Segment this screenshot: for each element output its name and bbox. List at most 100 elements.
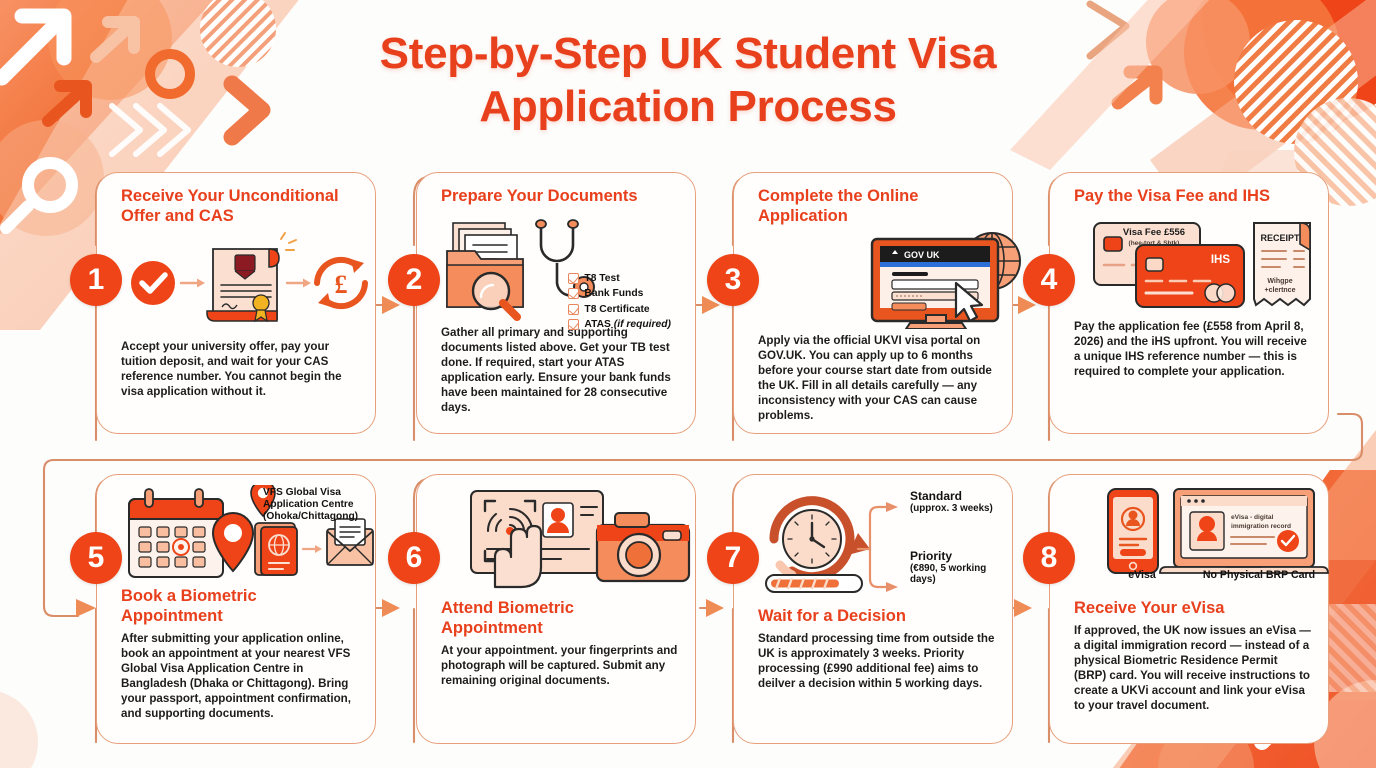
step-6-illustration — [441, 485, 691, 591]
step-number-5: 5 — [87, 541, 105, 574]
passport-icon — [254, 522, 298, 576]
checkbox-icon[interactable] — [568, 303, 580, 315]
step-badge-1: 1 — [70, 254, 122, 306]
ihs-card-icon: IHS — [1135, 243, 1245, 308]
step-2-title: Prepare Your Documents — [441, 187, 638, 205]
desktop-monitor-icon: GOV UK — [870, 237, 1000, 330]
envelope-icon — [326, 518, 374, 566]
camera-icon — [595, 512, 691, 583]
checklist-label-main: ATAS — [584, 319, 614, 331]
step-number-6: 6 — [405, 541, 423, 574]
option-name: Priority — [910, 549, 953, 563]
branch-connector — [856, 505, 890, 589]
page-title-line-1: Step-by-Step UK Student Visa — [379, 29, 997, 78]
step-1-body: Accept your university offer, pay your t… — [121, 339, 342, 398]
magnifier-icon — [471, 271, 521, 321]
step-2-body: Gather all primary and supporting docume… — [441, 325, 671, 415]
step-badge-4: 4 — [1023, 254, 1075, 306]
step-8-body: If approved, the UK now issues an eVisa … — [1074, 623, 1311, 713]
step-badge-2: 2 — [388, 254, 440, 306]
step-1-illustration: £ — [121, 231, 368, 333]
option-name: Standard — [910, 489, 963, 503]
branch-arrow-standard — [886, 502, 898, 512]
checklist-label: Bank Funds — [584, 288, 644, 300]
step-number-4: 4 — [1040, 263, 1058, 296]
checklist-label: ATAS (if required) — [584, 319, 671, 330]
step-4-title: Pay the Visa Fee and IHS — [1074, 187, 1270, 205]
step-7-body: Standard processing time from outside th… — [758, 631, 995, 690]
visa-fee-sublabel: (hee-tprt & Sbtk) — [1129, 240, 1180, 247]
ihs-label: IHS — [1211, 254, 1231, 266]
step-badge-8: 8 — [1023, 532, 1075, 584]
step-6-body: At your appointment. your fingerprints a… — [441, 643, 678, 687]
checkbox-icon[interactable] — [568, 272, 580, 284]
step-5-title: Book a Biometric Appointment — [121, 587, 257, 625]
visa-fee-label: Visa Fee £556 — [1123, 227, 1185, 238]
branch-arrow-priority — [886, 582, 898, 592]
deco-bottom-left — [0, 691, 38, 768]
step-8-caption-brp: No Physical BRP Card — [1202, 569, 1316, 581]
checklist-label: T8 Test — [584, 272, 620, 284]
step-card-8[interactable]: eVisa - digital immigration record eVisa… — [1049, 474, 1329, 744]
step-badge-5: 5 — [70, 532, 122, 584]
step-card-6[interactable]: Attend Biometric Appointment At your app… — [416, 474, 696, 744]
receipt-sublabel-1: Wihgpe — [1267, 278, 1292, 285]
step-6-title: Attend Biometric Appointment — [441, 599, 574, 637]
option-sub: (upprox. 3 weeks) — [910, 503, 993, 514]
page-title: Step-by-Step UK Student Visa Application… — [0, 28, 1376, 134]
step-7-title: Wait for a Decision — [758, 607, 906, 625]
step-card-7[interactable]: Standard (upprox. 3 weeks) Priority (€89… — [733, 474, 1013, 744]
step-7-option-priority: Priority (€890, 5 working days) — [910, 549, 996, 585]
step-card-3[interactable]: Complete the Online Application GOV UK — [733, 172, 1021, 434]
step-card-1[interactable]: Receive Your Unconditional Offer and CAS — [96, 172, 376, 434]
step-number-8: 8 — [1040, 541, 1058, 574]
option-sub: (€890, 5 working days) — [910, 563, 987, 585]
checklist-item[interactable]: T8 Certificate — [568, 303, 671, 315]
step-card-5[interactable]: VFS Global Visa Application Centre (Ohok… — [96, 474, 376, 744]
step-2-illustration: T8 Test Bank Funds T8 Certificate ATAS (… — [441, 211, 679, 331]
step-3-illustration: GOV UK — [758, 231, 1021, 330]
step-8-illustration: eVisa - digital immigration record eVisa… — [1074, 485, 1329, 597]
checkbox-icon[interactable] — [568, 319, 580, 331]
progress-bar-icon — [765, 574, 863, 593]
step-badge-6: 6 — [388, 532, 440, 584]
pound-refresh-icon: £ — [314, 256, 368, 309]
step-5-body: After submitting your application online… — [121, 631, 351, 720]
step-number-3: 3 — [724, 263, 742, 296]
step-7-illustration: Standard (upprox. 3 weeks) Priority (€89… — [758, 487, 996, 597]
receipt-title-label: RECEIPT — [1260, 233, 1300, 243]
checklist-item[interactable]: ATAS (if required) — [568, 319, 671, 331]
evisa-record-label-1: eVisa - digital — [1231, 514, 1274, 521]
browser-bar-label: GOV UK — [904, 250, 940, 260]
receipt-sublabel-2: +clertnce — [1265, 287, 1296, 294]
step-number-1: 1 — [87, 263, 105, 296]
step-4-illustration: Visa Fee £556 (hee-tprt & Sbtk) IHS — [1074, 213, 1312, 313]
cursor-icon — [954, 281, 984, 322]
step-5-illustration: VFS Global Visa Application Centre (Ohok… — [121, 480, 374, 583]
checklist-label-note: (if required) — [613, 319, 671, 331]
step-4-body: Pay the application fee (£558 from April… — [1074, 319, 1307, 378]
step-3-body: Apply via the official UKVI visa portal … — [758, 333, 992, 422]
page-title-line-2: Application Process — [479, 81, 897, 131]
checklist-label: T8 Certificate — [584, 303, 650, 315]
checklist-item[interactable]: Bank Funds — [568, 288, 671, 300]
step-card-4[interactable]: Pay the Visa Fee and IHS Visa Fee £556 (… — [1049, 172, 1329, 434]
deco-top-left — [0, 0, 299, 330]
step-badge-3: 3 — [707, 254, 759, 306]
step-7-option-standard: Standard (upprox. 3 weeks) — [910, 489, 993, 514]
step-card-2[interactable]: Prepare Your Documents — [416, 172, 696, 434]
laptop-icon: eVisa - digital immigration record — [1159, 488, 1329, 574]
receipt-icon: RECEIPT Wihgpe +clertnce — [1253, 221, 1311, 307]
step-5-pin-label: VFS Global Visa Application Centre (Ohok… — [263, 487, 359, 523]
calendar-icon — [128, 488, 224, 578]
svg-text:£: £ — [335, 270, 348, 299]
evisa-record-label-2: immigration record — [1231, 523, 1291, 530]
clock-icon — [769, 496, 870, 582]
step-1-title: Receive Your Unconditional Offer and CAS — [121, 187, 339, 225]
step-number-7: 7 — [724, 541, 742, 574]
certificate-scroll-icon — [206, 231, 297, 322]
checkbox-icon[interactable] — [568, 288, 580, 300]
checklist-item[interactable]: T8 Test — [568, 272, 671, 284]
smartphone-icon — [1107, 488, 1159, 574]
